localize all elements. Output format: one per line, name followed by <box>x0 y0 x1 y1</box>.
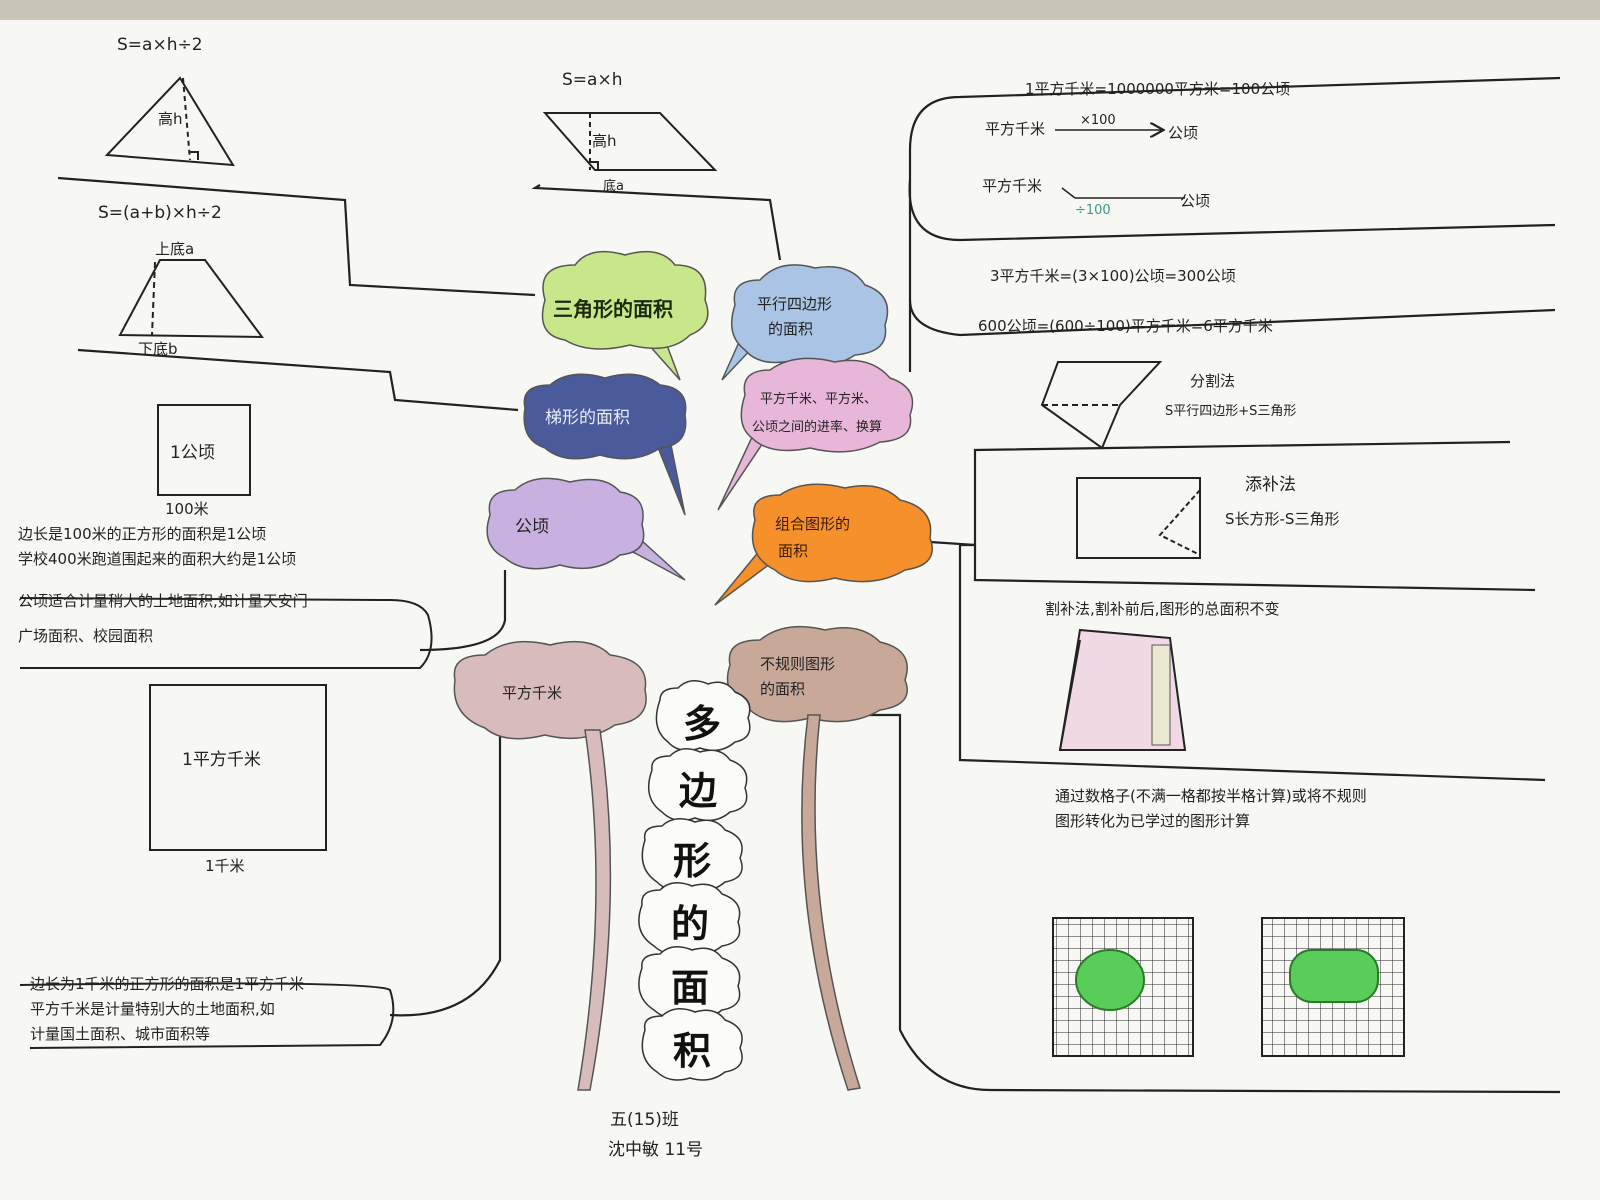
hectare-square <box>157 404 251 496</box>
arrow1-to: 公顷 <box>1168 124 1199 142</box>
grid-left <box>1052 917 1194 1057</box>
tree-trunks <box>577 714 861 1091</box>
arrow2-to: 公顷 <box>1180 192 1211 210</box>
hectare-branch-label: 公顷 <box>515 517 549 537</box>
author-class: 五(15)班 <box>610 1110 679 1130</box>
triangle-figure <box>104 76 235 167</box>
sqkm-note-line-1: 边长为1千米的正方形的面积是1平方千米 <box>30 975 305 993</box>
trapezoid-branch-label: 梯形的面积 <box>545 408 630 428</box>
triangle-branch-label: 三角形的面积 <box>553 297 673 321</box>
grid-right <box>1261 917 1405 1057</box>
sqkm-note-line-2: 平方千米是计量特别大的土地面积,如 <box>30 1000 275 1018</box>
conversion-arrows <box>1055 130 1185 199</box>
conversion-rate: 1平方千米=1000000平方米=100公顷 <box>1025 80 1291 98</box>
cut-fill-figure <box>1058 628 1187 751</box>
trapezoid-top-label: 上底a <box>155 240 195 258</box>
triangle-height-label: 高h <box>158 110 183 128</box>
irregular-branch-label-1: 不规则图形 <box>760 655 836 673</box>
split-method-figure <box>1040 361 1163 450</box>
irregular-note-line-1: 通过数格子(不满一格都按半格计算)或将不规则 <box>1055 787 1367 805</box>
parallelogram-branch-label-2: 的面积 <box>768 320 814 338</box>
branch-bubbles <box>453 250 933 740</box>
hectare-note-line-2: 学校400米跑道围起来的面积大约是1公顷 <box>18 550 297 568</box>
conversion-example-1: 3平方千米=(3×100)公顷=300公顷 <box>990 267 1236 285</box>
hectare-side-label: 100米 <box>165 500 209 518</box>
parallelogram-figure <box>542 112 718 171</box>
arrow2-op: ÷100 <box>1075 203 1111 218</box>
fill-method-figure <box>1076 477 1201 559</box>
conversion-branch-label-2: 公顷之间的进率、换算 <box>752 420 883 435</box>
composite-branch-label-1: 组合图形的 <box>775 515 851 533</box>
trapezoid-figure <box>118 259 265 339</box>
central-title-char-1: 多 <box>682 702 721 746</box>
connector-lines <box>57 76 1561 1094</box>
hectare-note-line-1: 边长是100米的正方形的面积是1公顷 <box>18 525 267 543</box>
arrow1-op: ×100 <box>1080 113 1116 128</box>
hectare-note-line-4: 广场面积、校园面积 <box>18 627 154 645</box>
trapezoid-formula: S=(a+b)×h÷2 <box>98 203 222 223</box>
split-method-label: 分割法 <box>1190 372 1236 390</box>
split-method-formula: S平行四边形+S三角形 <box>1165 404 1297 419</box>
triangle-formula: S=a×h÷2 <box>117 35 203 55</box>
hectare-square-label: 1公顷 <box>170 443 215 463</box>
sqkm-square-label: 1平方千米 <box>182 750 261 770</box>
sqkm-branch-label: 平方千米 <box>502 684 563 702</box>
sqkm-square <box>149 684 327 851</box>
parallelogram-formula: S=a×h <box>562 70 623 90</box>
conversion-example-2: 600公顷=(600÷100)平方千米=6平方千米 <box>978 317 1273 335</box>
author-name: 沈中敏 11号 <box>608 1140 704 1160</box>
fill-method-label: 添补法 <box>1245 475 1296 495</box>
composite-branch-label-2: 面积 <box>778 542 809 560</box>
sqkm-note-line-3: 计量国土面积、城市面积等 <box>30 1025 211 1043</box>
irregular-note-line-2: 图形转化为已学过的图形计算 <box>1055 812 1251 830</box>
arrow1-from: 平方千米 <box>985 120 1046 138</box>
parallelogram-height-label: 高h <box>592 132 617 150</box>
arrow2-from: 平方千米 <box>982 177 1043 195</box>
central-title-char-6: 积 <box>672 1029 711 1073</box>
irregular-branch-label-2: 的面积 <box>760 680 806 698</box>
sqkm-side-label: 1千米 <box>205 857 245 875</box>
conversion-branch-label-1: 平方千米、平方米、 <box>760 392 878 407</box>
title-clouds <box>638 680 751 1081</box>
cut-fill-note: 割补法,割补前后,图形的总面积不变 <box>1045 600 1280 618</box>
note-frames <box>19 597 433 1049</box>
central-title-char-3: 形 <box>672 839 711 883</box>
parallelogram-base-label: 底a <box>603 179 624 194</box>
fill-method-formula: S长方形-S三角形 <box>1225 510 1340 528</box>
trapezoid-bottom-label: 下底b <box>138 340 178 358</box>
hectare-note-line-3: 公顷适合计量稍大的土地面积,如计量天安门 <box>18 592 308 610</box>
central-title-char-2: 边 <box>678 769 717 813</box>
parallelogram-branch-label-1: 平行四边形 <box>757 295 833 313</box>
central-title-char-4: 的 <box>670 902 709 946</box>
central-title-char-5: 面 <box>670 966 709 1010</box>
